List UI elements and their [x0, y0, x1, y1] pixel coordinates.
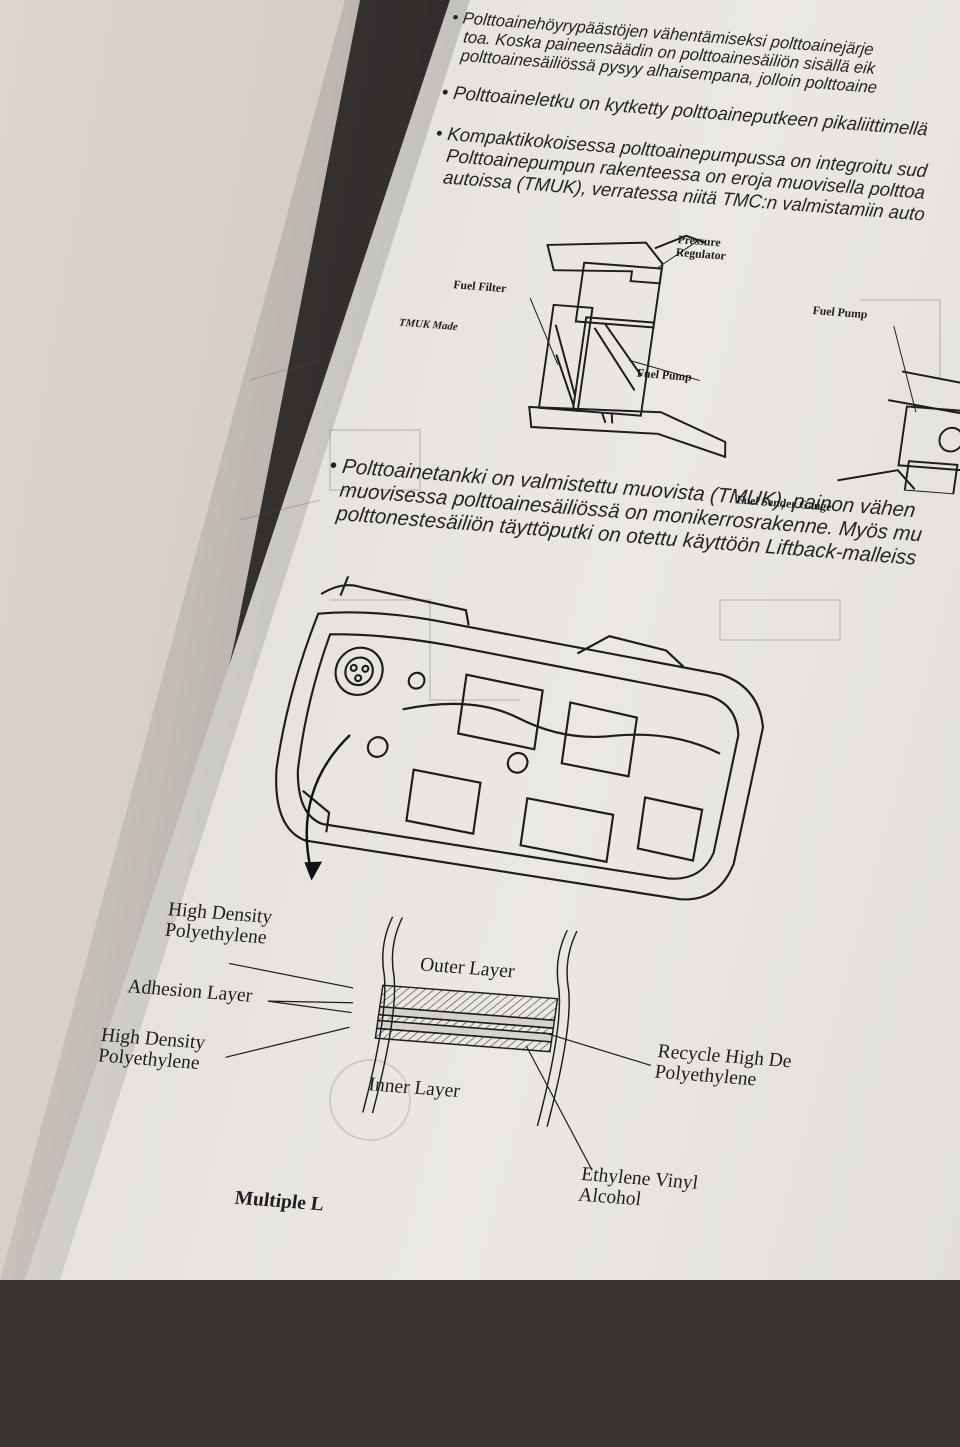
photo-scene: • Polttoainehöyrypäästöjen vähentämiseks…: [0, 0, 960, 1280]
layer-leader-lines: [71, 885, 792, 1232]
pressure-regulator-label: Pressure Regulator: [675, 233, 728, 262]
